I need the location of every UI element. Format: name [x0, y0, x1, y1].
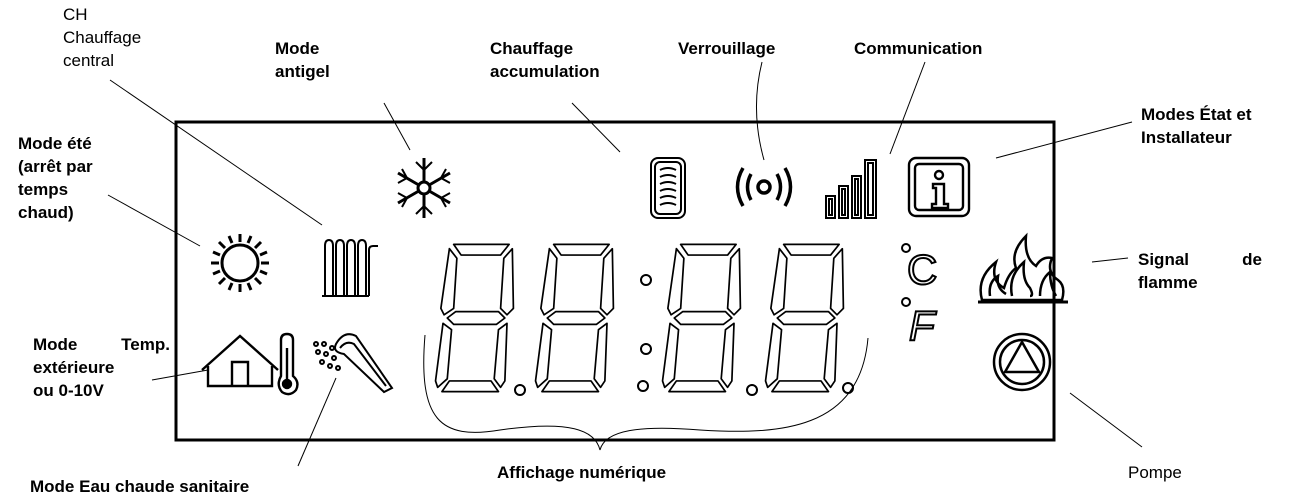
lock-signal-icon	[735, 167, 793, 207]
unit-fahrenheit: F	[908, 302, 936, 349]
digit-display	[434, 243, 845, 393]
leader-lines	[107, 61, 1143, 467]
label-mode-ete: Mode été (arrêt par temps chaud)	[18, 134, 93, 222]
flame-icon	[978, 232, 1068, 304]
info-icon	[907, 156, 971, 218]
label-affichage-numerique: Affichage numérique	[497, 463, 667, 482]
label-verrouillage: Verrouillage	[678, 39, 776, 58]
house-thermometer-icon	[201, 332, 299, 396]
signal-bars-icon	[825, 159, 877, 219]
label-ch: CH Chauffage central	[63, 5, 142, 70]
radiator-icon	[322, 238, 378, 297]
label-mode-temp-exterieure: Mode Temp. extérieure ou 0-10V	[33, 335, 170, 400]
digit-4	[764, 243, 845, 393]
sun-icon	[211, 234, 269, 292]
digit-3	[661, 243, 742, 393]
label-signal-flamme: Signal de flamme	[1138, 250, 1262, 292]
snowflake-icon	[397, 158, 451, 218]
display-frame	[174, 120, 1056, 442]
label-pompe: Pompe	[1128, 463, 1182, 482]
label-modes-etat-installateur: Modes État et Installateur	[1141, 105, 1252, 147]
label-mode-antigel: Mode antigel	[275, 39, 330, 81]
digit-1	[434, 243, 515, 393]
digit-2	[534, 243, 615, 393]
pump-icon	[992, 332, 1052, 392]
label-chauffage-accumulation: Chauffage accumulation	[490, 39, 600, 81]
digit-dots	[514, 243, 911, 396]
storage-tank-icon	[650, 157, 686, 219]
shower-icon	[313, 333, 394, 394]
unit-celsius: C	[906, 246, 938, 293]
label-mode-eau-chaude: Mode Eau chaude sanitaire	[30, 477, 250, 496]
label-communication: Communication	[854, 39, 983, 58]
